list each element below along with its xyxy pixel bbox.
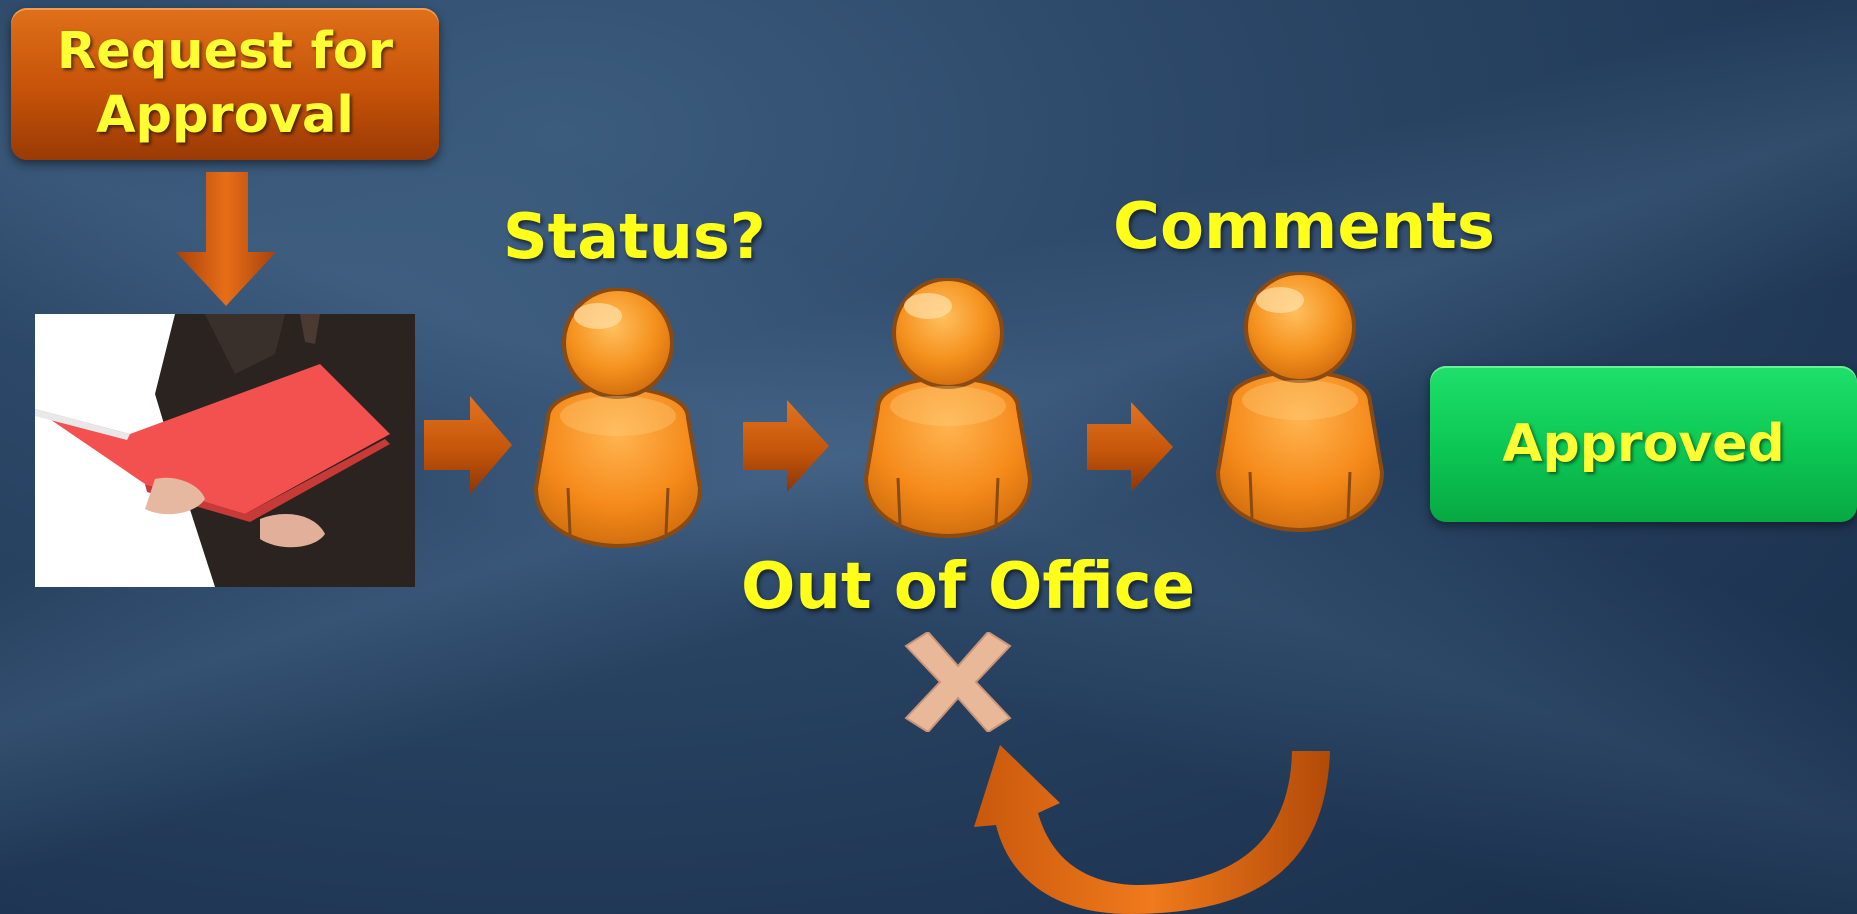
- down-arrow-icon: [176, 172, 276, 306]
- request-for-approval-label: Request for Approval: [56, 22, 394, 145]
- person-icon: [533, 288, 703, 548]
- right-arrow-icon: [1087, 402, 1173, 492]
- person-icon: [863, 278, 1033, 538]
- approved-box: Approved: [1430, 366, 1857, 522]
- right-arrow-icon: [743, 400, 829, 492]
- out-of-office-label: Out of Office: [741, 550, 1196, 624]
- right-arrow-icon: [424, 396, 512, 494]
- request-for-approval-box: Request for Approval: [11, 8, 439, 160]
- status-label: Status?: [503, 200, 766, 273]
- comments-label: Comments: [1113, 190, 1495, 264]
- approved-label: Approved: [1502, 414, 1785, 474]
- person-icon: [1215, 272, 1385, 532]
- document-folder-photo: [35, 314, 415, 587]
- cross-icon: [904, 632, 1012, 732]
- curved-arrow-icon: [974, 745, 1330, 914]
